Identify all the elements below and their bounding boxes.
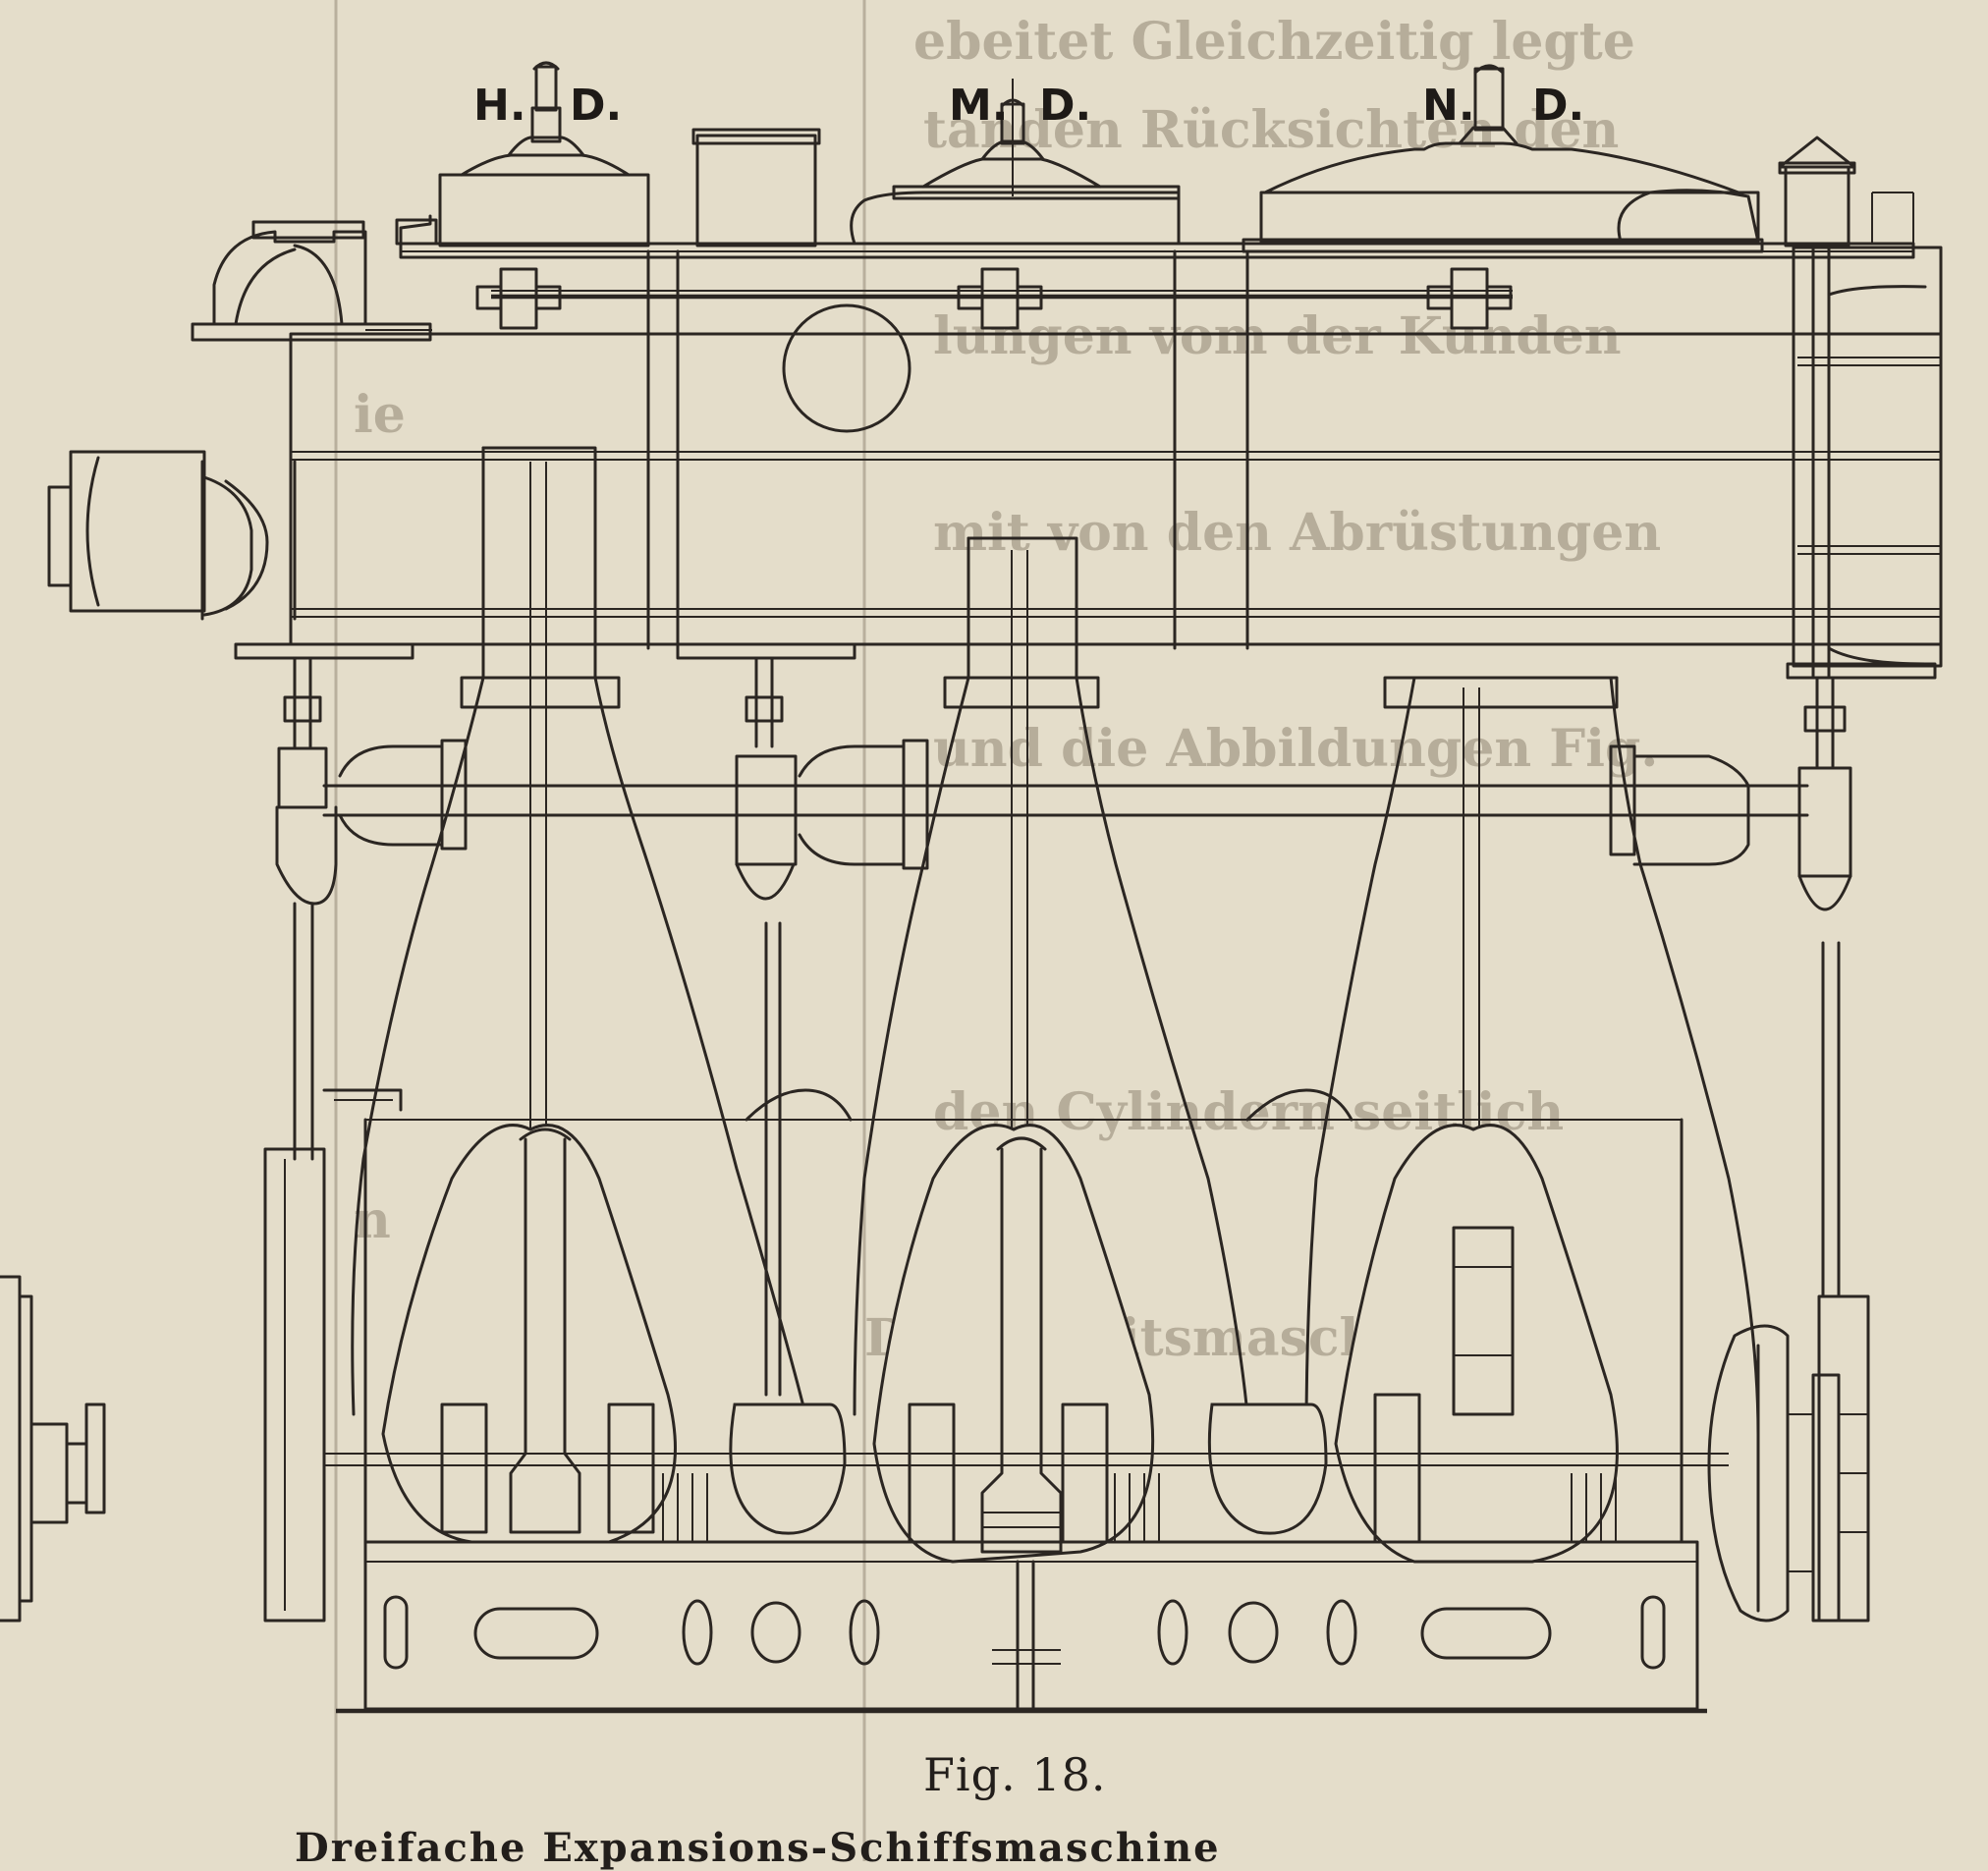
label-md-d: D. [1039,81,1091,131]
figure-caption: Fig. 18. [923,1748,1107,1801]
bedplate [322,1088,1729,1714]
label-nd-letter: N. [1422,81,1475,131]
svg-text:ie: ie [354,385,406,445]
tie-rod-nuts [475,267,1513,330]
engine-columns [351,446,1760,1564]
cylinder-block [47,61,1943,680]
bleed-through-text: ebeitet Gleichzeitig legte tanden Rücksi… [334,0,1661,1861]
label-md-letter: M. [949,81,1009,131]
label-nd-d: D. [1532,81,1584,131]
cut-off-caption: Dreifache Expansions-Schiffsmaschine [295,1825,1221,1871]
label-hd-d: D. [570,81,622,131]
label-hd-letter: H. [473,81,526,131]
svg-text:mit von den Abrüstungen: mit von den Abrüstungen [933,503,1661,563]
valve-gear [263,656,1870,1623]
svg-text:ebeitet Gleichzeitig legte: ebeitet Gleichzeitig legte [913,12,1635,72]
svg-text:tanden Rücksichten den: tanden Rücksichten den [923,100,1619,160]
turning-wheel [1707,1324,1868,1623]
adjacent-machine-fragment [0,1275,106,1623]
bedplate-openings [383,1595,1666,1670]
svg-text:lungen vom der Kunden: lungen vom der Kunden [933,306,1622,366]
cylinder-labels: H. D. M. D. N. D. [473,81,1584,131]
svg-text:und die Abbildungen Fig.: und die Abbildungen Fig. [933,719,1658,779]
bedplate-ribs [662,1473,1617,1542]
